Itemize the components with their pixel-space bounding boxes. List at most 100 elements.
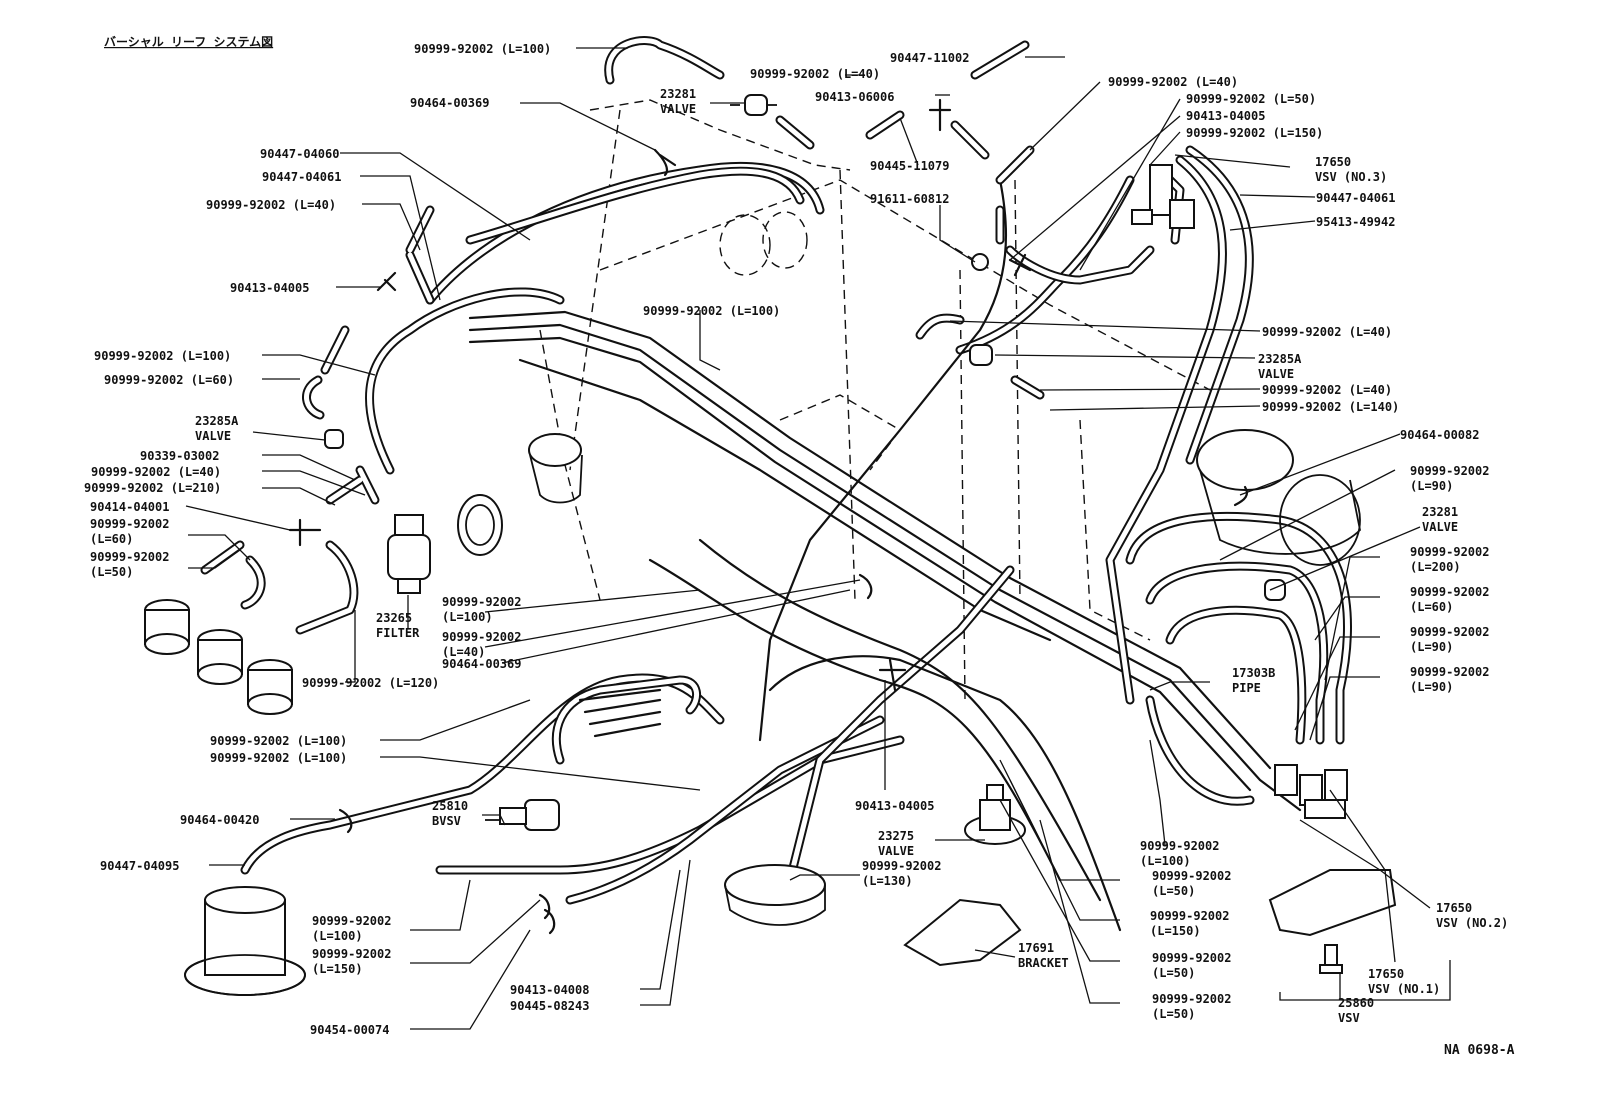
part-callout-line: (L=90) xyxy=(1410,479,1453,493)
part-callout-line: 90413-04005 xyxy=(855,799,934,813)
part-callout-line: VALVE xyxy=(1258,367,1294,381)
part-callout-line: VALVE xyxy=(660,102,696,116)
part-callout-line: 23265 xyxy=(376,611,412,625)
part-callout-label: 90999-92002(L=90) xyxy=(1410,665,1489,694)
part-callout-label: 90339-03002 xyxy=(140,449,219,463)
part-callout-line: 90999-92002 xyxy=(1410,625,1489,639)
part-callout-line: 90999-92002 (L=100) xyxy=(210,734,347,748)
part-callout-label: 90464-00420 xyxy=(180,813,259,827)
part-callout-label: 90999-92002(L=100) xyxy=(442,595,521,624)
part-callout-label: 90999-92002 (L=40) xyxy=(1108,75,1238,89)
part-callout-line: 90464-00369 xyxy=(442,657,521,671)
part-callout-line: 17650 xyxy=(1436,901,1472,915)
part-callout-line: 90999-92002 (L=50) xyxy=(1186,92,1316,106)
part-callout-line: 25860 xyxy=(1338,996,1374,1010)
part-callout-label: 91611-60812 xyxy=(870,192,949,206)
part-callout-line: 90999-92002 xyxy=(312,914,391,928)
part-callout-line: (L=90) xyxy=(1410,640,1453,654)
part-callout-label: 90999-92002(L=50) xyxy=(90,550,169,579)
part-callout-label: 90999-92002 (L=210) xyxy=(84,481,221,495)
part-callout-line: 90999-92002 xyxy=(442,630,521,644)
part-callout-line: 90464-00082 xyxy=(1400,428,1479,442)
part-callout-label: 90999-92002 (L=150) xyxy=(1186,126,1323,140)
part-callout-label: 90414-04001 xyxy=(90,500,169,514)
part-callout-label: 90447-04061 xyxy=(262,170,341,184)
part-callout-label: 90999-92002(L=150) xyxy=(1150,909,1229,938)
part-callout-line: VSV (NO.3) xyxy=(1315,170,1387,184)
part-callout-line: 90999-92002 xyxy=(90,517,169,531)
part-callout-line: 90999-92002 (L=40) xyxy=(750,67,880,81)
part-callout-label: 90999-92002(L=200) xyxy=(1410,545,1489,574)
part-callout-line: 90999-92002 xyxy=(1152,992,1231,1006)
part-callout-label: 90454-00074 xyxy=(310,1023,389,1037)
part-callout-label: 90999-92002 (L=50) xyxy=(1186,92,1316,106)
part-callout-line: (L=60) xyxy=(90,532,133,546)
part-callout-line: 95413-49942 xyxy=(1316,215,1395,229)
part-callout-line: 90999-92002 xyxy=(1140,839,1219,853)
leader-lines xyxy=(185,47,1451,1030)
part-callout-line: 25810 xyxy=(432,799,468,813)
part-callout-label: 90999-92002 (L=120) xyxy=(302,676,439,690)
part-callout-line: VALVE xyxy=(195,429,231,443)
part-callout-label: 90999-92002(L=150) xyxy=(312,947,391,976)
part-callout-line: FILTER xyxy=(376,626,420,640)
part-callout-line: 90999-92002 xyxy=(1152,869,1231,883)
part-callout-label: 90999-92002 (L=60) xyxy=(104,373,234,387)
part-callout-line: VSV (NO.2) xyxy=(1436,916,1508,930)
part-callout-line: 90999-92002 (L=60) xyxy=(104,373,234,387)
part-callout-label: 90999-92002 (L=100) xyxy=(210,734,347,748)
part-callout-line: (L=50) xyxy=(1152,1007,1195,1021)
part-callout-label: 90999-92002 (L=40) xyxy=(750,67,880,81)
part-callout-line: 17303B xyxy=(1232,666,1275,680)
part-callout-line: 91611-60812 xyxy=(870,192,949,206)
part-callout-label: 90999-92002(L=50) xyxy=(1152,869,1231,898)
part-callout-label: 90445-08243 xyxy=(510,999,589,1013)
part-callout-line: 90999-92002 (L=120) xyxy=(302,676,439,690)
part-callout-line: PIPE xyxy=(1232,681,1261,695)
part-callout-line: (L=60) xyxy=(1410,600,1453,614)
part-callout-line: BRACKET xyxy=(1018,956,1069,970)
part-callout-line: (L=50) xyxy=(90,565,133,579)
part-callout-label: 90999-92002 (L=140) xyxy=(1262,400,1399,414)
part-callout-label: 90999-92002(L=90) xyxy=(1410,625,1489,654)
part-callout-label: 95413-49942 xyxy=(1316,215,1395,229)
part-callout-line: 90464-00369 xyxy=(410,96,489,110)
part-callout-line: 90999-92002 (L=40) xyxy=(1262,383,1392,397)
part-callout-line: 23275 xyxy=(878,829,914,843)
part-callout-label: 90413-04005 xyxy=(1186,109,1265,123)
part-callout-line: (L=40) xyxy=(442,645,485,659)
part-callout-line: 90413-04005 xyxy=(230,281,309,295)
part-callout-line: 90413-04005 xyxy=(1186,109,1265,123)
part-callout-line: 90999-92002 (L=100) xyxy=(94,349,231,363)
part-callout-line: 23281 xyxy=(660,87,696,101)
part-callout-line: 90999-92002 xyxy=(1150,909,1229,923)
part-callout-label: 90447-04095 xyxy=(100,859,179,873)
part-callout-line: (L=50) xyxy=(1152,966,1195,980)
part-callout-line: (L=200) xyxy=(1410,560,1461,574)
part-callout-line: 90999-92002 xyxy=(90,550,169,564)
part-callout-line: 90999-92002 xyxy=(1410,585,1489,599)
part-callout-line: (L=100) xyxy=(312,929,363,943)
part-callout-line: 90999-92002 xyxy=(862,859,941,873)
part-callout-line: 17691 xyxy=(1018,941,1054,955)
part-callout-line: 90999-92002 xyxy=(1410,545,1489,559)
part-callout-line: 90999-92002 xyxy=(1152,951,1231,965)
part-callout-line: (L=100) xyxy=(442,610,493,624)
part-callout-line: 90999-92002 (L=40) xyxy=(206,198,336,212)
part-callout-line: VSV (NO.1) xyxy=(1368,982,1440,996)
part-callout-label: 90999-92002(L=100) xyxy=(312,914,391,943)
part-callout-label: 90999-92002 (L=40) xyxy=(206,198,336,212)
part-callout-line: 90999-92002 (L=100) xyxy=(414,42,551,56)
part-callout-line: 90999-92002 xyxy=(1410,665,1489,679)
part-callout-line: BVSV xyxy=(432,814,461,828)
